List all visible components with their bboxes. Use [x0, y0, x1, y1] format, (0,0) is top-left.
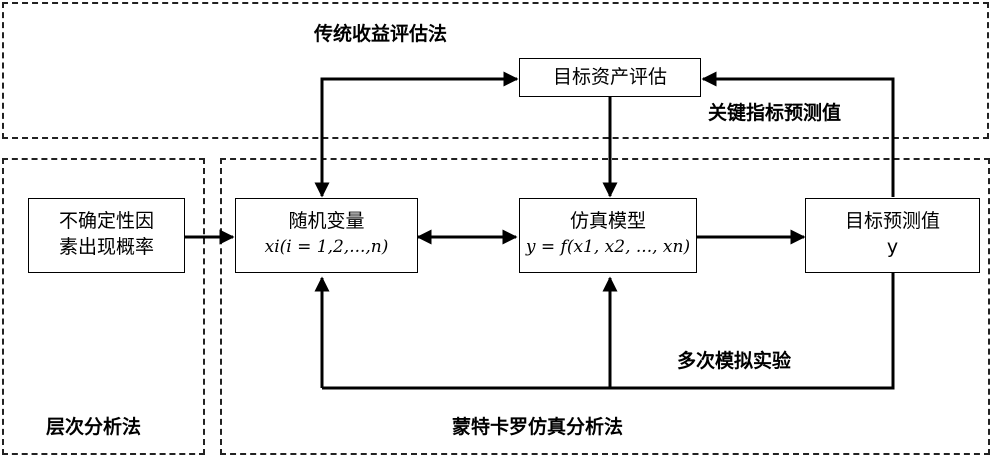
monte-carlo-region — [220, 158, 990, 455]
multiple-runs-label: 多次模拟实验 — [677, 350, 792, 372]
random-variables-box: 随机变量 xi(i = 1,2,...,n) — [235, 198, 418, 273]
target-prediction-symbol: y — [886, 236, 899, 258]
traditional-method-label: 传统收益评估法 — [314, 23, 448, 45]
ahp-label: 层次分析法 — [46, 416, 142, 438]
target-prediction-title: 目标预测值 — [844, 210, 940, 232]
simulation-model-formula: y = f(x1, x2, ..., xn) — [525, 237, 691, 257]
simulation-model-title: 仿真模型 — [569, 210, 646, 232]
feedback-line — [322, 273, 895, 390]
uncertainty-factor-box: 不确定性因 素出现概率 — [28, 198, 185, 273]
asset-evaluation-box: 目标资产评估 — [519, 58, 701, 97]
arrow-random-asset-bidirectional — [314, 71, 519, 198]
asset-evaluation-title: 目标资产评估 — [552, 66, 667, 88]
random-variables-formula: xi(i = 1,2,...,n) — [264, 237, 389, 257]
monte-carlo-label: 蒙特卡罗仿真分析法 — [452, 416, 624, 438]
uncertainty-line2: 素出现概率 — [58, 236, 154, 258]
arrow-target-to-asset — [701, 71, 895, 197]
target-prediction-box: 目标预测值 y — [805, 198, 980, 273]
uncertainty-line1: 不确定性因 — [58, 210, 154, 232]
simulation-model-box: 仿真模型 y = f(x1, x2, ..., xn) — [519, 198, 697, 273]
key-indicator-label: 关键指标预测值 — [708, 102, 842, 124]
ahp-region — [2, 158, 205, 455]
random-variables-title: 随机变量 — [288, 210, 365, 232]
